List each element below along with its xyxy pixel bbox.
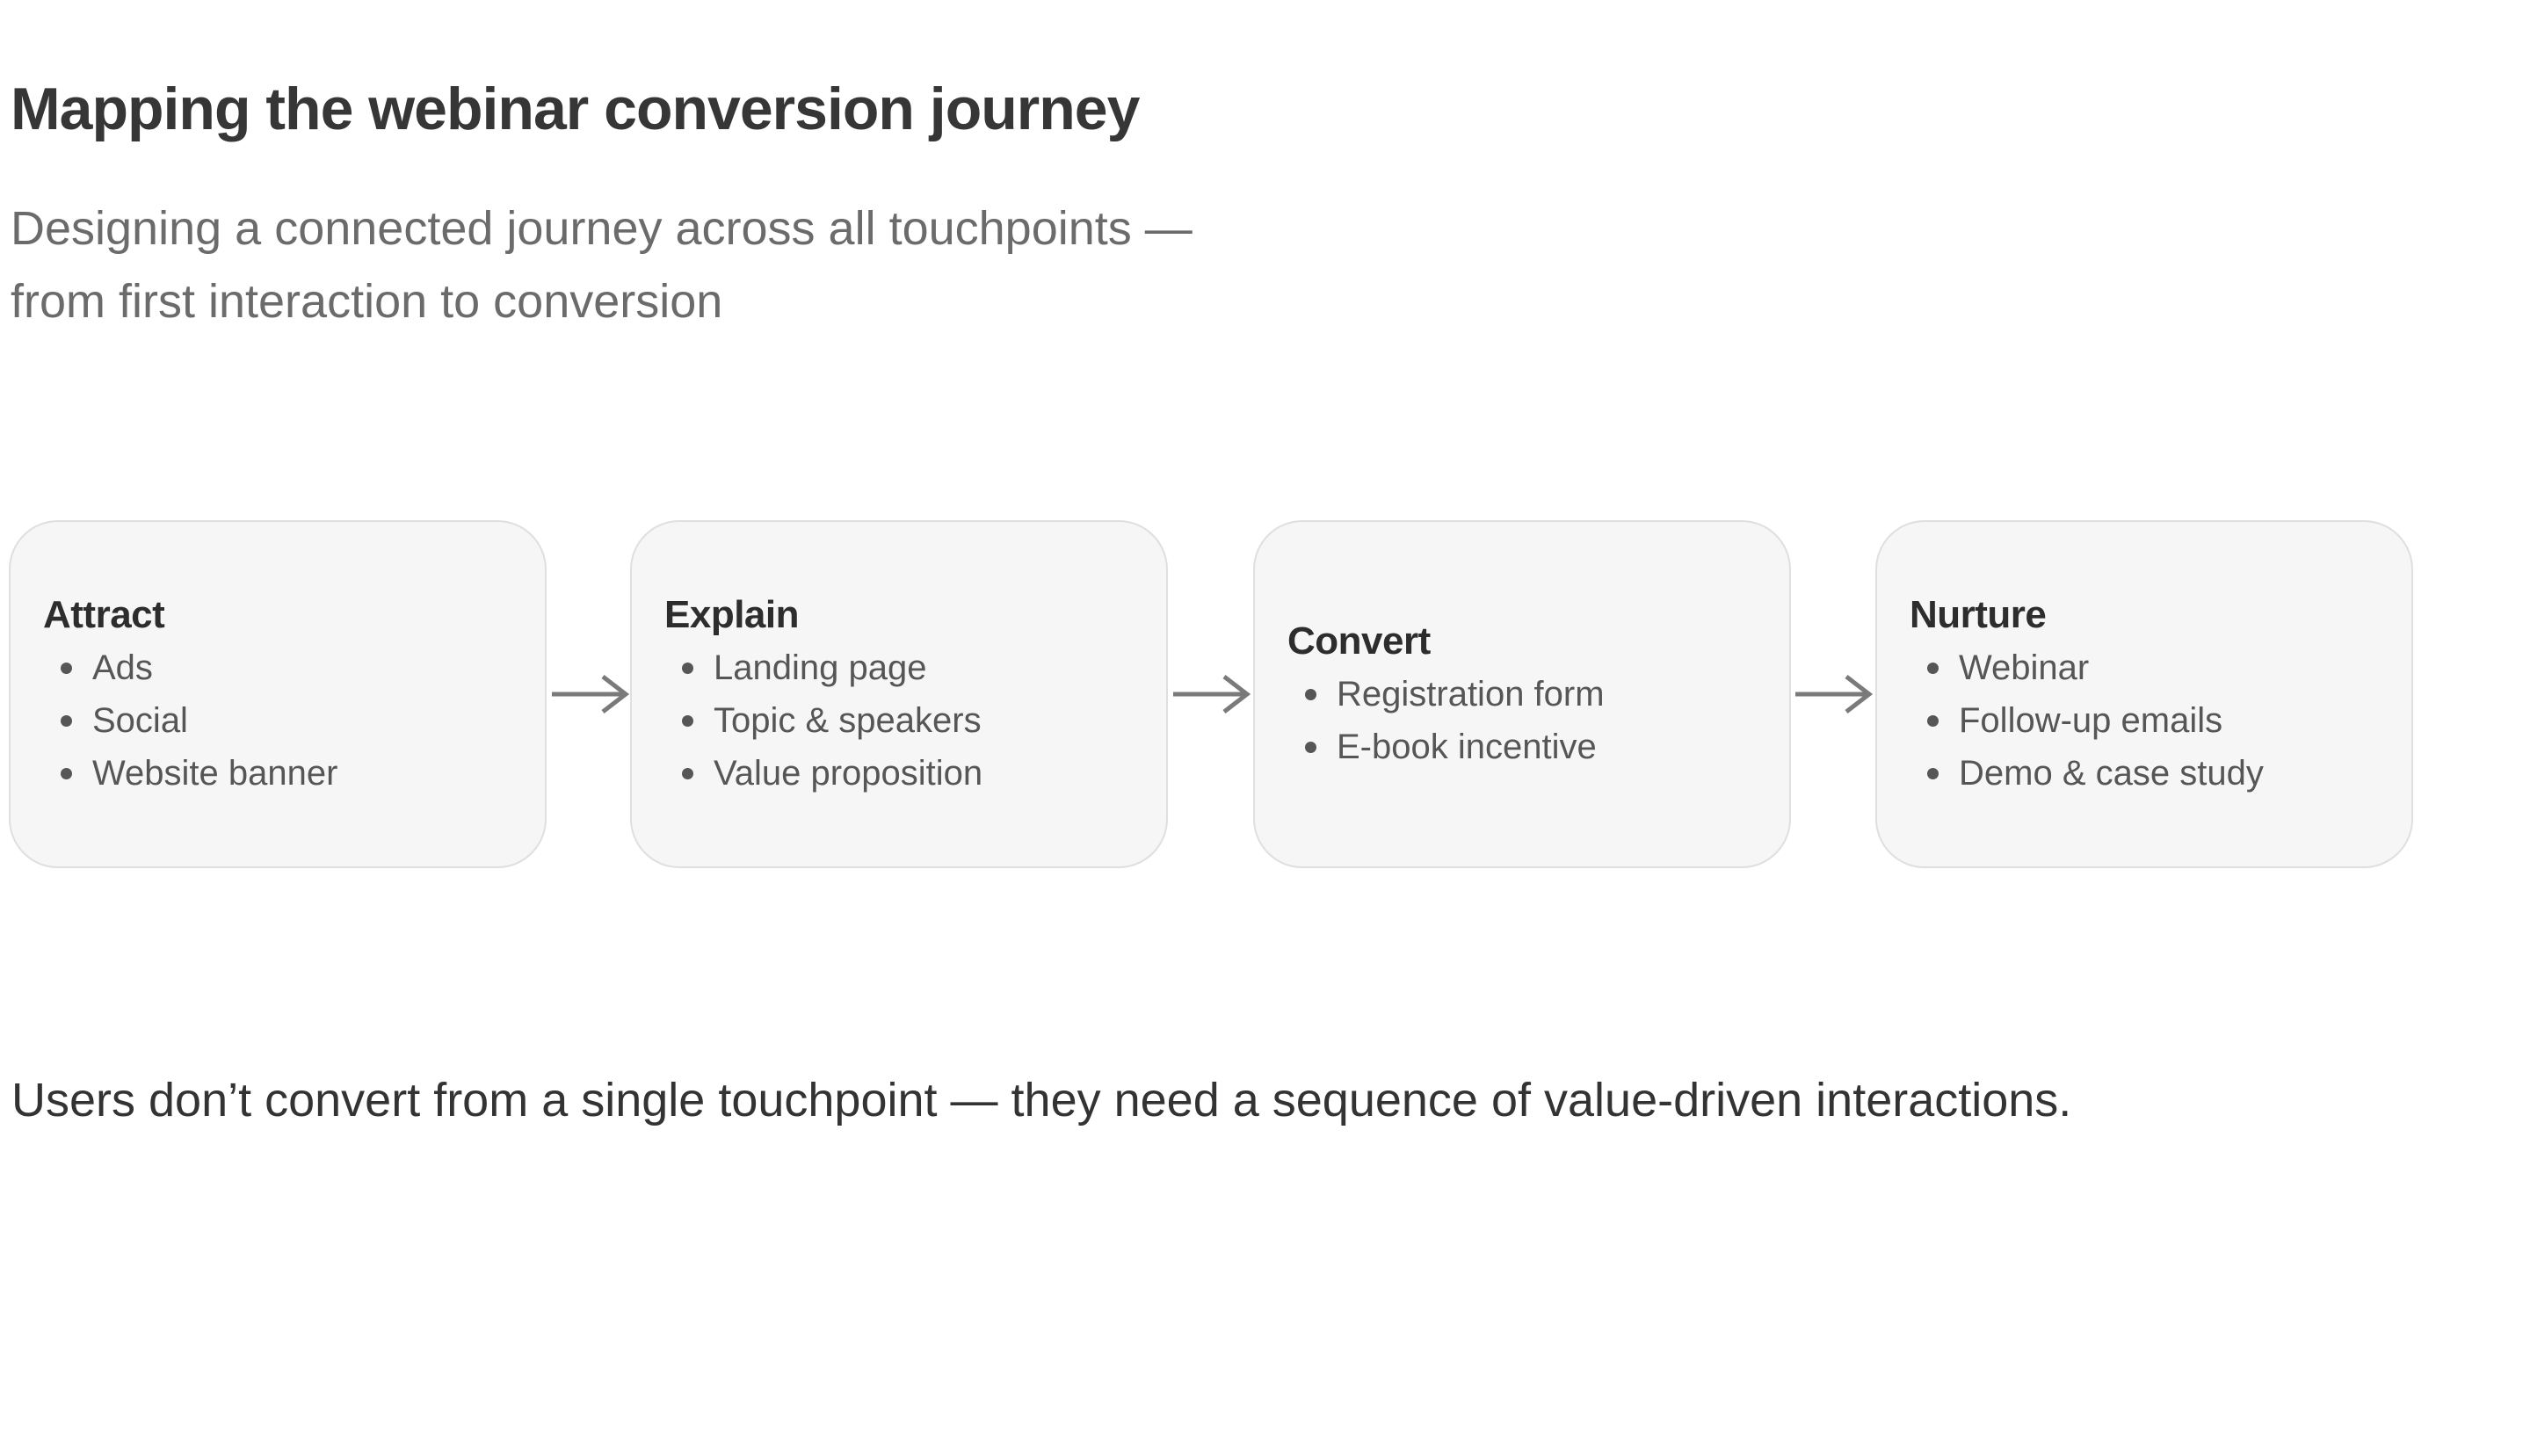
flow-arrow-icon [549, 671, 630, 717]
page-title: Mapping the webinar conversion journey [11, 76, 1140, 142]
stage-item: Social [43, 694, 524, 747]
stage-item: Website banner [43, 747, 524, 800]
stage-item-list: Webinar Follow-up emails Demo & case stu… [1910, 641, 2390, 800]
stage-item: E-book incentive [1287, 721, 1768, 773]
stage-item-list: Ads Social Website banner [43, 641, 524, 800]
footer-note: Users don’t convert from a single touchp… [11, 1074, 2072, 1126]
flow-arrow-icon [1793, 671, 1874, 717]
stage-item: Landing page [664, 641, 1145, 694]
stage-item: Webinar [1910, 641, 2390, 694]
stage-card-explain: Explain Landing page Topic & speakers Va… [630, 520, 1168, 868]
stage-item: Ads [43, 641, 524, 694]
page-subtitle: Designing a connected journey across all… [11, 192, 1193, 338]
stage-card-convert: Convert Registration form E-book incenti… [1253, 520, 1791, 868]
stage-item: Follow-up emails [1910, 694, 2390, 747]
stage-card-nurture: Nurture Webinar Follow-up emails Demo & … [1875, 520, 2413, 868]
stage-card-attract: Attract Ads Social Website banner [9, 520, 547, 868]
page-subtitle-line-2: from first interaction to conversion [11, 275, 723, 328]
stage-item-list: Landing page Topic & speakers Value prop… [664, 641, 1145, 800]
flow-arrow-icon [1171, 671, 1251, 717]
stage-title: Explain [664, 593, 800, 636]
stage-title: Convert [1287, 619, 1431, 663]
stage-item: Value proposition [664, 747, 1145, 800]
page-subtitle-line-1: Designing a connected journey across all… [11, 202, 1193, 255]
stage-item: Topic & speakers [664, 694, 1145, 747]
stage-title: Attract [43, 593, 165, 636]
stage-item: Demo & case study [1910, 747, 2390, 800]
stage-title: Nurture [1910, 593, 2047, 636]
stage-item-list: Registration form E-book incentive [1287, 668, 1768, 773]
stage-item: Registration form [1287, 668, 1768, 721]
